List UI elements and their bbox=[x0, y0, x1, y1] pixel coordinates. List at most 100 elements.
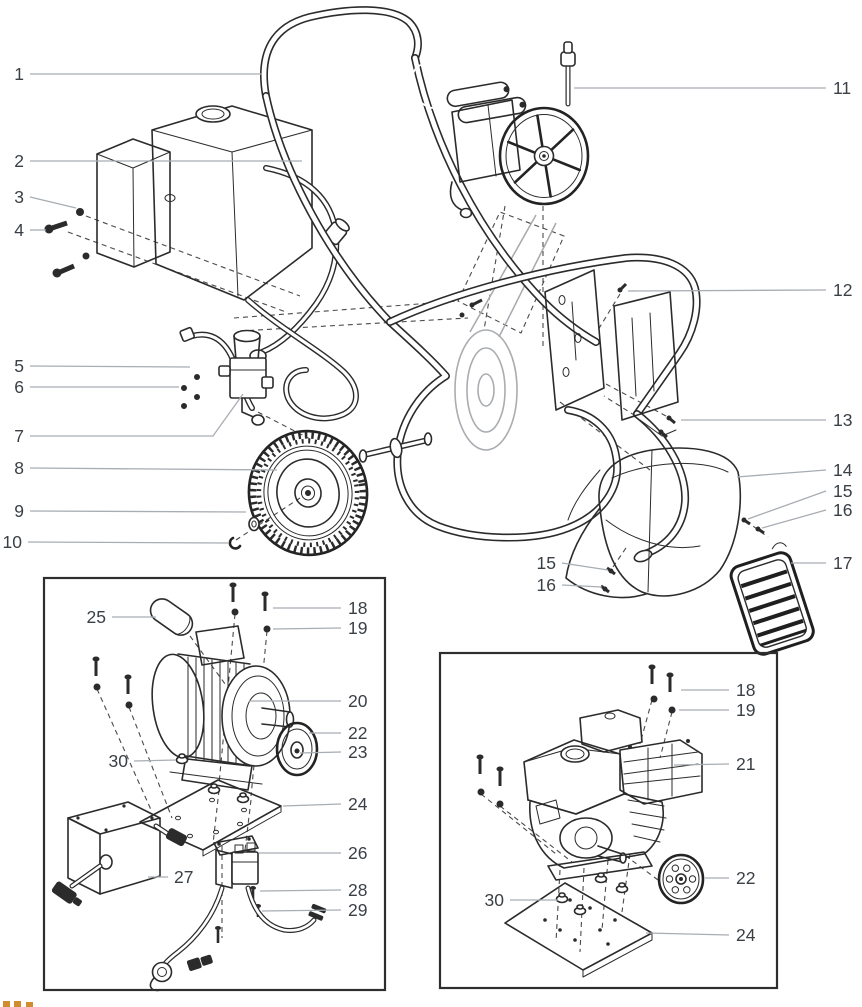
wheel bbox=[247, 429, 369, 557]
pump-assembly bbox=[410, 41, 590, 219]
leader-line-15 bbox=[561, 562, 609, 571]
support-bracket bbox=[613, 291, 679, 437]
leader-line-8 bbox=[29, 467, 278, 471]
callout-29-label: 29 bbox=[348, 900, 367, 920]
siphon-hardware-nuts bbox=[181, 374, 200, 409]
motor-mount-screws bbox=[92, 582, 271, 709]
callout-12-label: 12 bbox=[833, 280, 852, 300]
siphon-valve-assembly bbox=[179, 326, 274, 426]
callout-18-label: 18 bbox=[348, 598, 367, 618]
callout-14-label: 14 bbox=[833, 460, 853, 480]
pressure-control bbox=[213, 835, 259, 889]
callout-10-label: 10 bbox=[3, 532, 23, 552]
leader-line-21 bbox=[673, 763, 730, 766]
pump-pulley bbox=[498, 106, 590, 206]
muffler bbox=[619, 739, 703, 805]
belt-pulley-ghost bbox=[454, 214, 557, 451]
callout-28-label: 28 bbox=[348, 880, 367, 900]
callout-24-label: 24 bbox=[736, 925, 756, 945]
callout-15-label: 15 bbox=[833, 481, 852, 501]
engine-pulley bbox=[657, 853, 705, 905]
callout-1-label: 1 bbox=[14, 64, 24, 84]
capacitor bbox=[149, 598, 194, 636]
callout-18-label: 18 bbox=[736, 680, 755, 700]
cart-handle bbox=[259, 6, 600, 346]
callout-25-label: 25 bbox=[87, 607, 106, 627]
rubber-grommets bbox=[555, 872, 629, 916]
inline-connector bbox=[186, 954, 213, 971]
front-grille bbox=[729, 542, 815, 656]
wiring-harness bbox=[149, 885, 327, 992]
leader-line-29 bbox=[261, 909, 342, 912]
leader-line-3 bbox=[29, 196, 77, 209]
axle-washer bbox=[248, 516, 260, 532]
leader-line-15 bbox=[747, 490, 827, 520]
belt-guard-shroud bbox=[565, 447, 742, 599]
callout-22-label: 22 bbox=[348, 723, 367, 743]
callout-20-label: 20 bbox=[348, 691, 368, 711]
leader-line-16 bbox=[561, 584, 603, 588]
leader-line-10 bbox=[27, 541, 229, 544]
gas-engine-assembly-box bbox=[438, 651, 779, 990]
standpipe bbox=[560, 41, 576, 107]
control-box bbox=[51, 801, 188, 907]
motor-pulley bbox=[275, 721, 319, 777]
clipped-orange-marks bbox=[3, 1001, 33, 1007]
leader-line-24 bbox=[645, 932, 730, 936]
callout-30-label: 30 bbox=[485, 890, 505, 910]
callout-16-label: 16 bbox=[833, 500, 852, 520]
leader-line-9 bbox=[29, 510, 247, 513]
spade-terminals bbox=[308, 903, 327, 921]
leader-line-28 bbox=[259, 889, 342, 892]
callout-23-label: 23 bbox=[348, 742, 367, 762]
callout-6-label: 6 bbox=[14, 377, 24, 397]
leader-line-23 bbox=[299, 751, 342, 754]
footer-mark bbox=[3, 1001, 10, 1007]
electric-motor-assembly bbox=[51, 582, 327, 992]
leader-line-16 bbox=[761, 509, 827, 529]
callout-19-label: 19 bbox=[348, 618, 367, 638]
tank-mount-hardware bbox=[44, 208, 90, 278]
shroud-screws bbox=[600, 517, 765, 594]
rubber-grommets bbox=[175, 753, 250, 804]
callout-26-label: 26 bbox=[348, 843, 367, 863]
callout-3-label: 3 bbox=[14, 187, 24, 207]
callout-16-label: 16 bbox=[537, 575, 556, 595]
engine-base-plate bbox=[504, 882, 653, 978]
electric-motor bbox=[151, 625, 295, 791]
bracket-screws bbox=[617, 282, 676, 439]
screw-4b bbox=[52, 263, 75, 278]
callout-22-label: 22 bbox=[736, 868, 755, 888]
pump-mount-plate bbox=[544, 269, 605, 411]
leader-line-7 bbox=[30, 393, 244, 437]
panel-borders bbox=[42, 576, 779, 992]
cart-frame bbox=[262, 92, 701, 563]
callout-9-label: 9 bbox=[14, 501, 24, 521]
callout-7-label: 7 bbox=[14, 426, 24, 446]
callout-17-label: 17 bbox=[833, 553, 852, 573]
callout-13-label: 13 bbox=[833, 410, 852, 430]
callout-4-label: 4 bbox=[14, 220, 24, 240]
pump-rollers bbox=[446, 81, 527, 124]
connector-plug bbox=[165, 828, 188, 847]
callout-11-label: 11 bbox=[833, 78, 851, 98]
cord-plug bbox=[51, 881, 82, 907]
retaining-ring bbox=[228, 536, 242, 550]
callout-27-label: 27 bbox=[174, 867, 193, 887]
callout-2-label: 2 bbox=[14, 151, 24, 171]
screw-4a bbox=[44, 220, 68, 234]
panel2-dashed-lines bbox=[480, 699, 673, 953]
footer-mark bbox=[14, 1001, 21, 1007]
valve-assembly bbox=[218, 329, 274, 426]
leader-line-14 bbox=[736, 469, 827, 478]
engine-mount-screws bbox=[476, 664, 676, 808]
leader-line-19 bbox=[272, 627, 342, 630]
callout-5-label: 5 bbox=[14, 356, 24, 376]
callout-15-label: 15 bbox=[537, 553, 556, 573]
callout-24-label: 24 bbox=[348, 794, 368, 814]
gas-engine bbox=[523, 709, 703, 881]
callout-21-label: 21 bbox=[736, 754, 755, 774]
